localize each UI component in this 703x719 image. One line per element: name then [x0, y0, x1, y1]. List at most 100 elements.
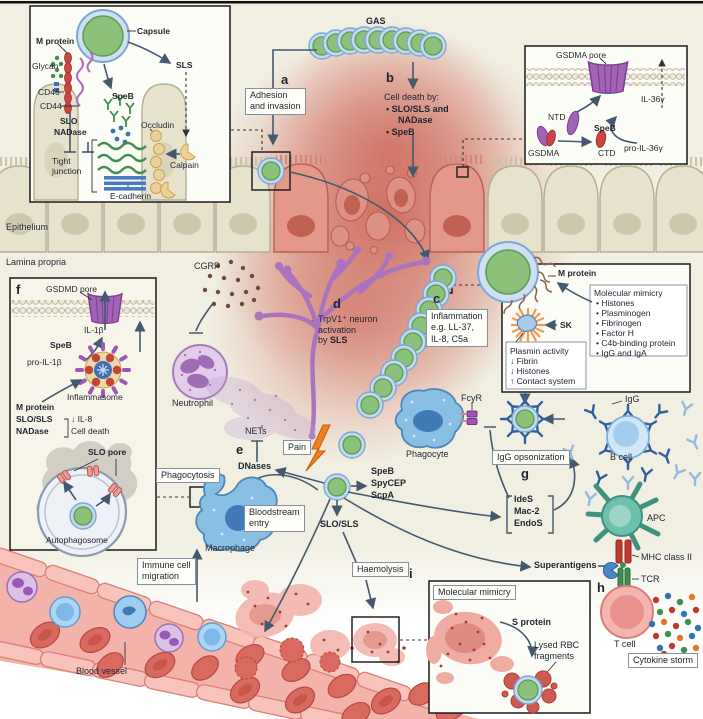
sk-plasmin-icon — [511, 308, 545, 342]
autophagosome-icon — [36, 466, 128, 558]
opsonized-gas-icon — [499, 393, 551, 445]
central-gas-coccus — [323, 473, 351, 501]
panel-letter-f: f — [16, 282, 21, 297]
panel-letter-a: a — [281, 72, 289, 87]
mimicry-item: • Plasminogen — [596, 308, 651, 318]
cell-death-bullet-1b: NADase — [398, 115, 433, 125]
calpain-icon — [160, 143, 196, 199]
panel-letter-i: i — [409, 566, 413, 581]
macrophage-label: Macrophage — [205, 543, 256, 553]
f-speb-label: SpeB — [50, 340, 72, 350]
b-cell-icon — [596, 403, 660, 471]
ctd-label: CTD — [598, 148, 616, 158]
inset-cd44-label: CD44 — [40, 101, 62, 111]
apc-icon — [585, 481, 661, 551]
pain-box: Pain — [283, 440, 312, 456]
floating-antibodies — [562, 400, 703, 507]
mac2-label: Mac-2 — [514, 506, 540, 516]
panel-letter-b: b — [386, 70, 394, 85]
fcgr-label: FcγR — [461, 393, 482, 403]
apc-label: APC — [647, 513, 666, 523]
f-m-protein-label: M protein — [16, 402, 55, 412]
cell-death-bullet-1: • SLO/SLS and — [386, 104, 449, 114]
slo-pore-label: SLO pore — [88, 447, 127, 457]
panel-letter-e: e — [236, 442, 244, 457]
inflammasome-icon — [75, 342, 131, 398]
cell-death-title: Cell death by: — [384, 92, 440, 102]
f-cell-death-label: Cell death — [71, 426, 110, 436]
mhc-label: MHC class II — [641, 552, 693, 562]
pro-il1b-label: pro-IL-1β — [27, 357, 62, 367]
fcgr-receptor-icon — [460, 402, 478, 425]
autophagosome-label: Autophagosome — [46, 535, 108, 545]
panel-plasmin — [505, 341, 587, 390]
inset-calpain-label: Calpain — [170, 160, 199, 170]
mimicry-item: • C4b-binding protein — [596, 338, 676, 348]
i-panel-art — [426, 600, 558, 714]
cgrp-label: CGRP — [194, 261, 221, 271]
plasmin-title: Plasmin activity — [510, 346, 569, 356]
inset-speb-label: SpeB — [112, 91, 134, 101]
epithelium-label: Epithelium — [6, 222, 49, 232]
phagocyte-icon — [394, 388, 464, 449]
mimicry-item: • IgG and IgA — [596, 348, 647, 358]
inset-e-cadherin-label: E-cadherin — [110, 191, 152, 201]
main-arrows — [124, 49, 605, 665]
panel-letter-d: d — [333, 296, 341, 311]
panel-f-art — [11, 290, 155, 558]
ctd-icon — [595, 130, 607, 148]
nets-icon — [205, 376, 317, 440]
igg-opsonization-box: IgG opsonization — [492, 450, 570, 466]
f-slo-sls-label: SLO/SLS — [16, 414, 53, 424]
sk-label: SK — [560, 320, 572, 330]
igg-label: IgG — [625, 394, 640, 404]
gsdma-molecule-icon — [536, 125, 556, 147]
scpa-label: ScpA — [371, 490, 395, 500]
cell-death-bullet-2: • SpeB — [386, 127, 415, 137]
s-protein-label: S protein — [512, 617, 552, 627]
superantigens-label: Superantigens — [534, 560, 597, 570]
panel-letter-h: h — [597, 580, 605, 595]
il36-label: IL-36γ — [641, 94, 665, 104]
tcr-icon — [617, 562, 639, 588]
neutrophil-icon — [172, 344, 228, 400]
blood-vessel — [0, 547, 478, 719]
white-blood-cells — [6, 571, 227, 653]
pain-lightning-icon — [305, 424, 331, 472]
gas-label: GAS — [366, 16, 386, 26]
inset-cd46-label: CD46 — [38, 87, 60, 97]
phagocytosis-box: Phagocytosis — [156, 468, 220, 484]
phagocyte-label: Phagocyte — [406, 449, 449, 459]
pro-il36-label: pro-IL-36γ — [624, 143, 663, 153]
inset-sls-label: SLS — [176, 60, 193, 70]
superantigen-icon — [602, 562, 619, 579]
capsule-bacterium-icon — [76, 9, 130, 63]
mhc-class-ii-icon — [615, 539, 640, 564]
inset-occludin-label: Occludin — [141, 120, 175, 130]
inset-glycan-label: Glycan — [32, 61, 59, 71]
cytokine-storm-box: Cytokine storm — [628, 653, 699, 669]
panel-letter-g: g — [521, 466, 529, 481]
mimicry-item: • Fibrinogen — [596, 318, 642, 328]
mimicry-art — [477, 241, 593, 343]
m-protein-icon — [64, 51, 94, 114]
mimicry-item: • Factor H — [596, 328, 634, 338]
ntd-label: NTD — [548, 112, 566, 122]
blood-vessel-label: Blood vessel — [76, 666, 128, 676]
plasmin-item: ↓ Histones — [510, 366, 550, 376]
glycan-icon — [50, 55, 64, 79]
haemolysis-debris — [234, 580, 406, 680]
nets-label: NETs — [245, 426, 267, 436]
cytokine-dots — [648, 592, 702, 658]
ides-bracket — [506, 495, 554, 534]
boxed-gas-coccus — [257, 157, 285, 185]
endos-label: EndoS — [514, 518, 543, 528]
